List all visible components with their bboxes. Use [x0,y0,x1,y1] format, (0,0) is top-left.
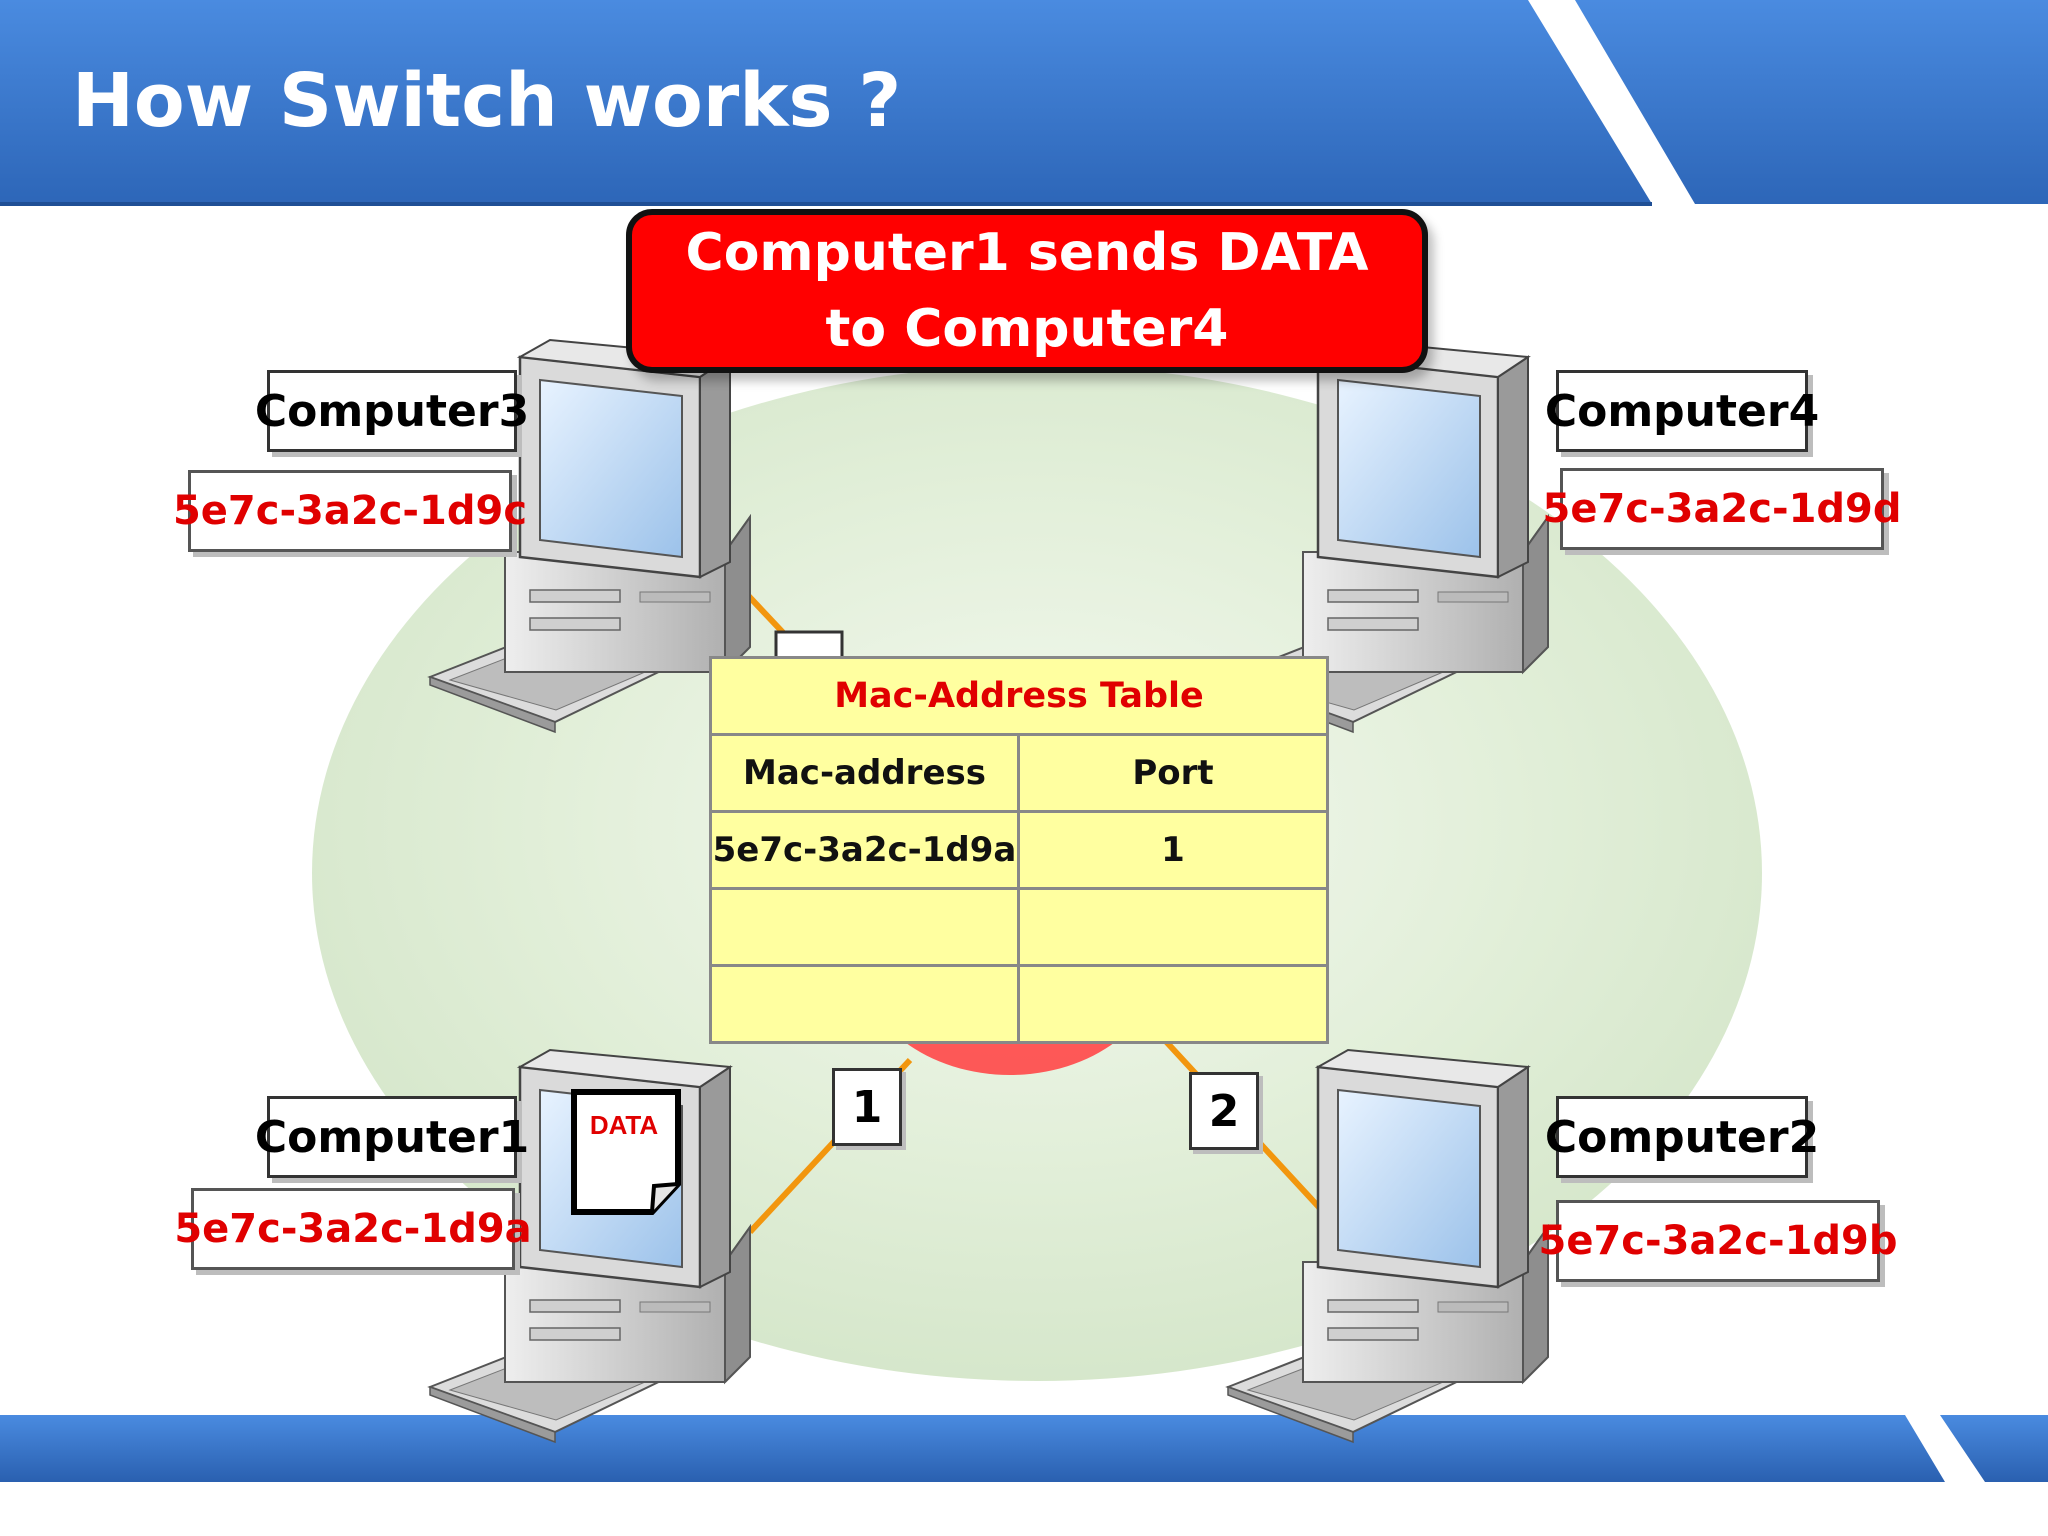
mac-table-title: Mac-Address Table [709,656,1329,736]
computer1-mac-label: 5e7c-3a2c-1d9a [174,1188,532,1270]
mac-table-cell-mac [709,887,1020,967]
header-band [0,0,2048,206]
document-icon: DATA [571,1089,681,1215]
mac-table-cell-port [1017,887,1329,967]
table-row: 5e7c-3a2c-1d9a 1 [709,810,1329,890]
computer3-name-label: Computer3 [255,370,529,452]
mac-table-cell-port [1017,964,1329,1044]
port-label-2: 2 [1189,1072,1259,1150]
computer4-mac-label: 5e7c-3a2c-1d9d [1543,468,1902,550]
port-label-1: 1 [832,1068,902,1146]
event-banner: Computer1 sends DATA to Computer4 [626,209,1428,373]
mac-address-table: Mac-Address Table Mac-address Port 5e7c-… [709,656,1329,1044]
banner-line-2: to Computer4 [825,299,1229,359]
computer2-name-label: Computer2 [1545,1096,1819,1178]
mac-table-cell-port: 1 [1017,810,1329,890]
computer2-mac-label: 5e7c-3a2c-1d9b [1539,1200,1898,1282]
data-packet-label: DATA [590,1110,659,1140]
computer1-name-label: Computer1 [255,1096,529,1178]
mac-table-header-port: Port [1017,733,1329,813]
table-row [709,964,1329,1044]
mac-table-cell-mac [709,964,1020,1044]
slide-title: How Switch works ? [72,58,902,144]
mac-table-cell-mac: 5e7c-3a2c-1d9a [709,810,1020,890]
banner-line-1: Computer1 sends DATA [685,223,1369,283]
footer-band [0,1415,2048,1482]
computer4-name-label: Computer4 [1545,370,1819,452]
mac-table-header-mac: Mac-address [709,733,1020,813]
table-row [709,887,1329,967]
computer3-mac-label: 5e7c-3a2c-1d9c [173,470,527,552]
